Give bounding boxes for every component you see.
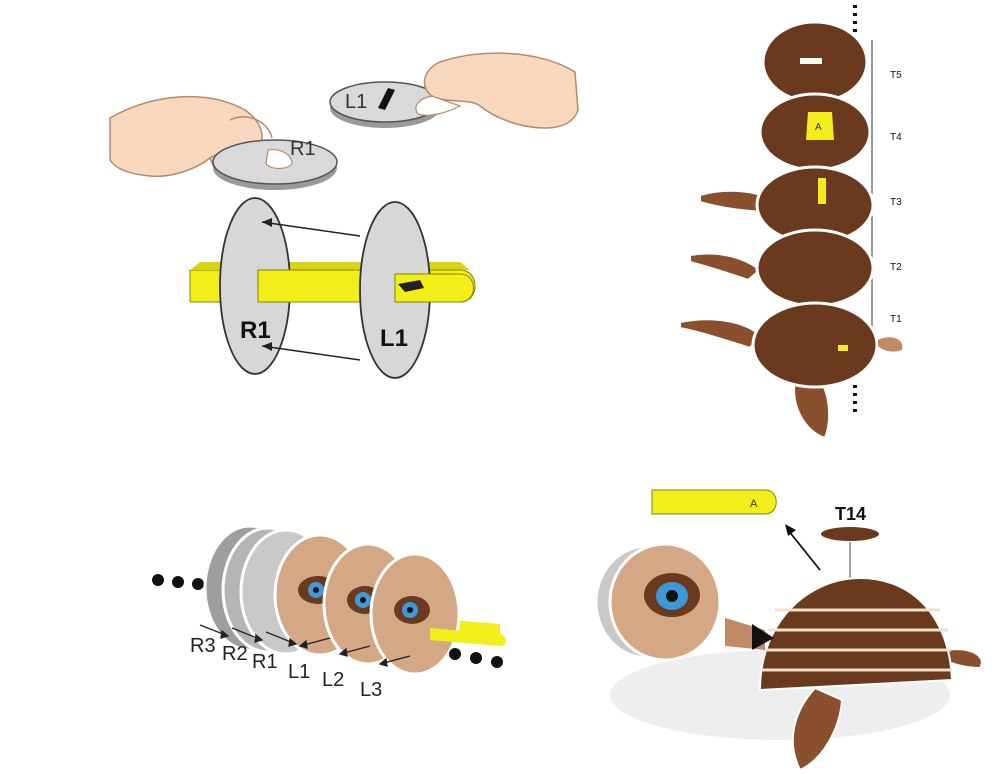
level-t4: T4 xyxy=(890,132,902,143)
layer-t2: T2 xyxy=(689,228,902,308)
layer-t5: T5 xyxy=(761,20,902,104)
step-3-panel: R3 R2 R1 L1 L2 L3 xyxy=(0,450,560,774)
slot-icon xyxy=(378,88,395,110)
step-4-illustration: A T14 xyxy=(594,489,983,772)
label-r1-top: R1 xyxy=(290,138,316,160)
label-r3: R3 xyxy=(190,635,216,657)
head-disc-3 xyxy=(369,552,461,676)
level-t5: T5 xyxy=(890,70,902,81)
layer-t4: A T4 xyxy=(758,92,902,172)
piece-t14 xyxy=(819,525,881,543)
step-1-illustration: R1 L1 R1 L1 xyxy=(109,52,579,379)
label-arrows xyxy=(199,624,411,667)
disc-l1-held: L1 xyxy=(329,81,441,128)
tab-a-piece: A xyxy=(651,489,777,515)
tab-letter-a: A xyxy=(815,122,822,133)
level-t2: T2 xyxy=(890,262,902,273)
level-t1: T1 xyxy=(890,314,902,325)
label-r2: R2 xyxy=(222,643,248,665)
label-l1-head: L1 xyxy=(288,661,310,683)
right-hand-icon xyxy=(415,52,579,129)
step-2-panel: T5 A T4 T3 T2 T1 xyxy=(620,0,1000,450)
assembly-diagram: R1 L1 xyxy=(189,197,476,379)
label-t14: T14 xyxy=(835,504,866,524)
tab-letter-a-final: A xyxy=(750,498,758,510)
step-3-illustration: R3 R2 R1 L1 L2 L3 xyxy=(152,524,506,701)
label-r1: R1 xyxy=(240,317,271,344)
thumb-icon xyxy=(265,149,293,170)
layer-t1: T1 xyxy=(679,301,903,440)
dots-left-icon xyxy=(152,574,204,590)
label-l3: L3 xyxy=(360,679,382,701)
label-l2: L2 xyxy=(322,669,344,691)
step-1-panel: R1 L1 R1 L1 xyxy=(0,0,620,400)
dots-right-icon xyxy=(449,648,503,668)
step-2-illustration: T5 A T4 T3 T2 T1 xyxy=(679,5,903,440)
turtle-head xyxy=(594,542,722,662)
label-r1-head: R1 xyxy=(252,651,278,673)
label-l1: L1 xyxy=(380,325,408,352)
turtle-body xyxy=(725,576,983,772)
label-l1-top: L1 xyxy=(345,91,367,113)
tab-marking-icon xyxy=(398,280,424,292)
step-4-panel: A T14 xyxy=(560,450,1000,774)
level-t3: T3 xyxy=(890,197,902,208)
